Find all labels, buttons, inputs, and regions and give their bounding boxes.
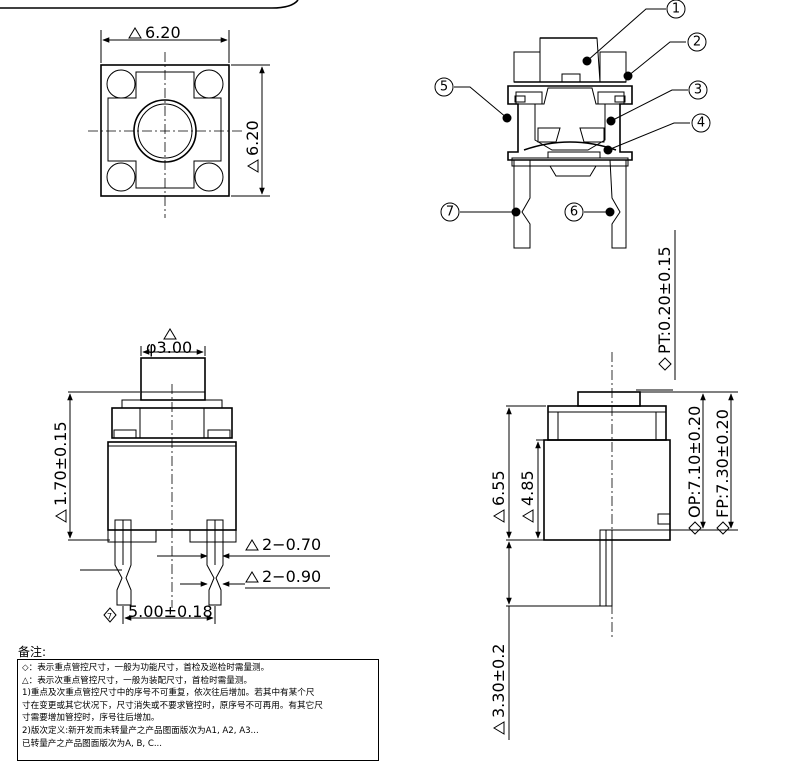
- note-line: △：表示次重点管控尺寸，一般为装配尺寸，首检时需量测。: [22, 675, 253, 686]
- top-view: 6.20 6.20: [88, 23, 270, 218]
- callout-4: 4: [691, 113, 711, 133]
- note-line: 寸需要增加管控时，序号往后增加。: [22, 713, 160, 724]
- top-width-label: 6.20: [145, 23, 181, 42]
- note-line: 1)重点及次重点管控尺寸中的序号不可重复，依次往后增加。若其中有某个尺: [22, 688, 315, 699]
- pt-label: PT:0.20±0.15: [655, 246, 674, 354]
- svg-text:4: 4: [697, 116, 705, 131]
- callout-7: 7: [440, 202, 460, 222]
- h1-label: 6.55: [489, 470, 508, 506]
- notes-box: ◇：表示重点管控尺寸，一般为功能尺寸，首检及巡检时需量测。 △：表示次重点管控尺…: [17, 659, 379, 761]
- svg-text:1: 1: [672, 2, 680, 17]
- svg-text:7: 7: [107, 612, 112, 621]
- pin-length-label: 3.30±0.2: [489, 644, 508, 718]
- pin-width-label: 2−0.70: [262, 535, 321, 554]
- top-height-label: 6.20: [243, 120, 262, 156]
- front-height-label: 1.70±0.15: [51, 421, 70, 506]
- svg-text:6: 6: [570, 205, 578, 220]
- callout-2: 2: [687, 32, 707, 52]
- h2-label: 4.85: [518, 470, 537, 506]
- callout-1: 1: [666, 0, 686, 19]
- title-banner: [0, 0, 299, 9]
- note-line: 寸在变更或其它状况下，尺寸消失或不要求管控时，原序号不可再用。有其它尺: [22, 700, 323, 711]
- section-view: 1 2 3 4 5 6 7: [434, 0, 711, 249]
- note-line: 已转量产之产品图面版次为A, B, C...: [22, 738, 163, 749]
- note-line: 2)版次定义:新开发而未转量产之产品图面版次为A1, A2, A3...: [22, 725, 259, 736]
- note-line: ◇：表示重点管控尺寸，一般为功能尺寸，首检及巡检时需量测。: [22, 663, 270, 673]
- front-view: φ3.00 1.70±0.15 2−0.70 2−0.90 7 5.00±0.1…: [51, 328, 330, 624]
- pitch-label: 5.00±0.18: [128, 602, 213, 621]
- op-label: OP:7.10±0.20: [685, 406, 704, 518]
- notes-title: 备注:: [18, 645, 47, 659]
- pin-thick-label: 2−0.90: [262, 567, 321, 586]
- svg-text:3: 3: [694, 83, 702, 98]
- front-dia-label: φ3.00: [146, 338, 192, 357]
- svg-text:2: 2: [693, 35, 701, 50]
- svg-text:5: 5: [440, 80, 448, 95]
- fp-label: FP:7.30±0.20: [713, 409, 732, 518]
- callout-5: 5: [434, 77, 454, 97]
- callout-6: 6: [564, 202, 584, 222]
- callout-3: 3: [688, 80, 708, 100]
- svg-text:7: 7: [446, 205, 454, 220]
- side-view: PT:0.20±0.15 OP:7.10±0.20 FP:7.30±0.20 6…: [489, 230, 738, 740]
